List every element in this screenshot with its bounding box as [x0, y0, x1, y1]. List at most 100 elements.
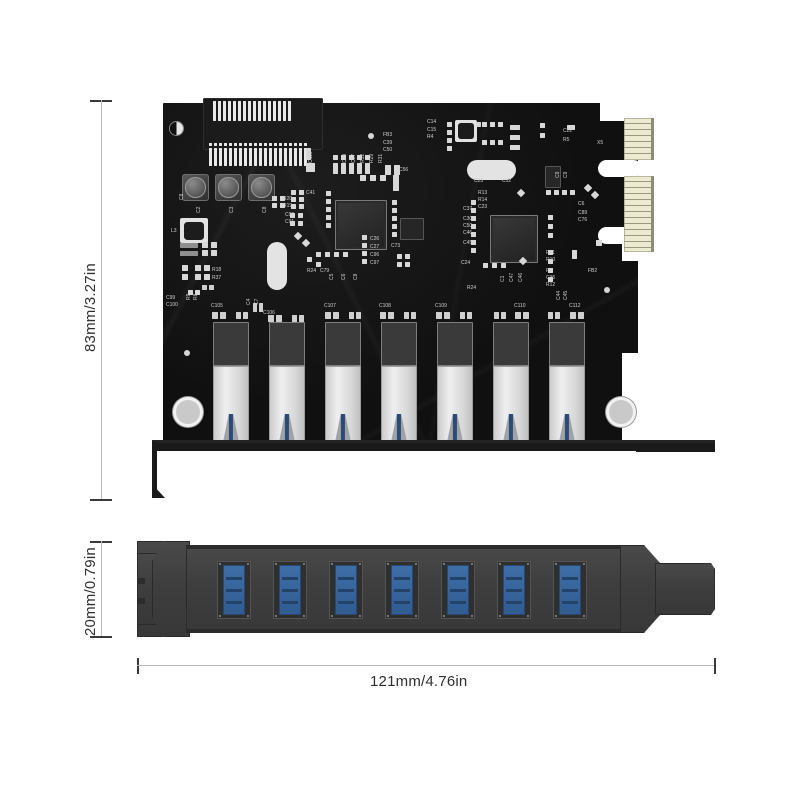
silkscreen-label: C79 — [320, 268, 330, 274]
smd-component — [546, 190, 551, 195]
smd-component — [510, 135, 520, 140]
smd-component — [471, 224, 476, 229]
smd-component — [380, 175, 386, 181]
silkscreen-label: C112 — [569, 303, 581, 309]
usb-port-blue — [279, 565, 301, 615]
usb-port — [213, 322, 249, 444]
smd-component — [290, 221, 295, 226]
usb-port — [381, 322, 417, 444]
smd-component — [548, 233, 553, 238]
smd-component — [343, 252, 348, 257]
silkscreen-label: C45 — [463, 240, 473, 246]
usb-port-pad — [555, 312, 560, 319]
silkscreen-label: FB3 — [383, 132, 393, 138]
bracket-port-opening — [497, 561, 531, 619]
smd-component — [326, 215, 331, 220]
usb-port-pad — [444, 312, 450, 319]
smd-component — [306, 148, 311, 160]
smd-component — [299, 197, 304, 202]
smd-component — [306, 163, 315, 172]
usb-port-pad — [259, 303, 263, 312]
smd-component — [326, 191, 331, 196]
smd-component — [510, 145, 520, 150]
smd-component — [291, 197, 296, 202]
usb-port-pad — [515, 312, 521, 319]
silkscreen-label: R14 — [478, 197, 488, 203]
smd-component — [362, 243, 367, 248]
silkscreen-label: C56 — [399, 167, 409, 173]
small-ic-soic-right — [545, 166, 561, 188]
smd-component — [362, 235, 367, 240]
silkscreen-label: C105 — [211, 303, 223, 309]
silkscreen-label: C73 — [391, 243, 401, 249]
smd-component — [211, 250, 217, 256]
bracket-port-opening — [385, 561, 419, 619]
smd-component — [483, 263, 488, 268]
usb-port — [269, 322, 305, 444]
pci-bracket-rail-highlight — [152, 440, 715, 443]
bracket-port-opening — [441, 561, 475, 619]
silkscreen-label: C41 — [306, 190, 316, 196]
silkscreen-label: C50 — [383, 147, 393, 153]
silkscreen-label: C22 — [563, 128, 573, 134]
usb-port-blue — [559, 565, 581, 615]
smd-component — [392, 200, 397, 205]
smd-component — [365, 155, 370, 160]
smd-component — [291, 204, 296, 209]
smd-component — [341, 155, 346, 160]
usb-port — [549, 322, 585, 444]
silkscreen-label: C99 — [166, 295, 176, 301]
silkscreen-label: R13 — [478, 190, 488, 196]
pci-bracket-rail — [152, 442, 715, 451]
smd-component — [447, 146, 452, 151]
bracket-left-notch-upper — [137, 578, 145, 584]
smd-component — [360, 175, 366, 181]
smd-component — [272, 203, 277, 208]
bracket-port-opening — [553, 561, 587, 619]
silkscreen-label: C96 — [370, 252, 380, 258]
smd-component — [202, 242, 208, 248]
usb-port-blue — [391, 565, 413, 615]
usb-port-pad — [436, 312, 442, 319]
smd-component — [554, 190, 559, 195]
smd-component — [548, 277, 553, 282]
usb-port-pad — [243, 312, 248, 319]
smd-component — [325, 252, 330, 257]
usb-port-pad — [253, 303, 257, 312]
smd-component — [548, 250, 553, 255]
pcb-mounting-hole-left — [176, 400, 200, 424]
silkscreen-label: C89 — [578, 210, 588, 216]
usb-port-pad — [380, 312, 386, 319]
usb-port-pad — [202, 285, 207, 290]
smd-component — [298, 221, 303, 226]
silkscreen-label: R24 — [467, 285, 477, 291]
bracket-left-shoulder — [152, 541, 190, 637]
silkscreen-label: C15 — [427, 127, 437, 133]
smd-component — [540, 133, 545, 138]
smd-component — [316, 252, 321, 257]
smd-component — [182, 274, 188, 280]
smd-component — [498, 122, 503, 127]
power-inductor-top — [455, 120, 477, 142]
usb-port-pad — [276, 315, 282, 322]
usb-host-controller-chip — [490, 215, 538, 263]
bracket-right-tail — [655, 563, 715, 615]
usb-port-blue — [335, 565, 357, 615]
usb-hub-controller-chip — [335, 200, 387, 250]
smd-component — [280, 203, 285, 208]
silkscreen-label: C100 — [166, 302, 178, 308]
sata-connector-pins-row1 — [213, 101, 291, 121]
smd-component — [548, 215, 553, 220]
bracket-bottom-edge — [186, 629, 624, 633]
pcb-via-dot-right — [604, 287, 610, 293]
smd-component — [405, 254, 410, 259]
smd-component — [405, 262, 410, 267]
pcb-half-mounting-hole — [170, 122, 183, 135]
smd-component — [188, 290, 193, 295]
silkscreen-label: C90 — [285, 212, 295, 218]
silkscreen-label: C26 — [370, 236, 380, 242]
usb-port-pad — [299, 315, 304, 322]
pcb-via-dot-left — [184, 350, 190, 356]
